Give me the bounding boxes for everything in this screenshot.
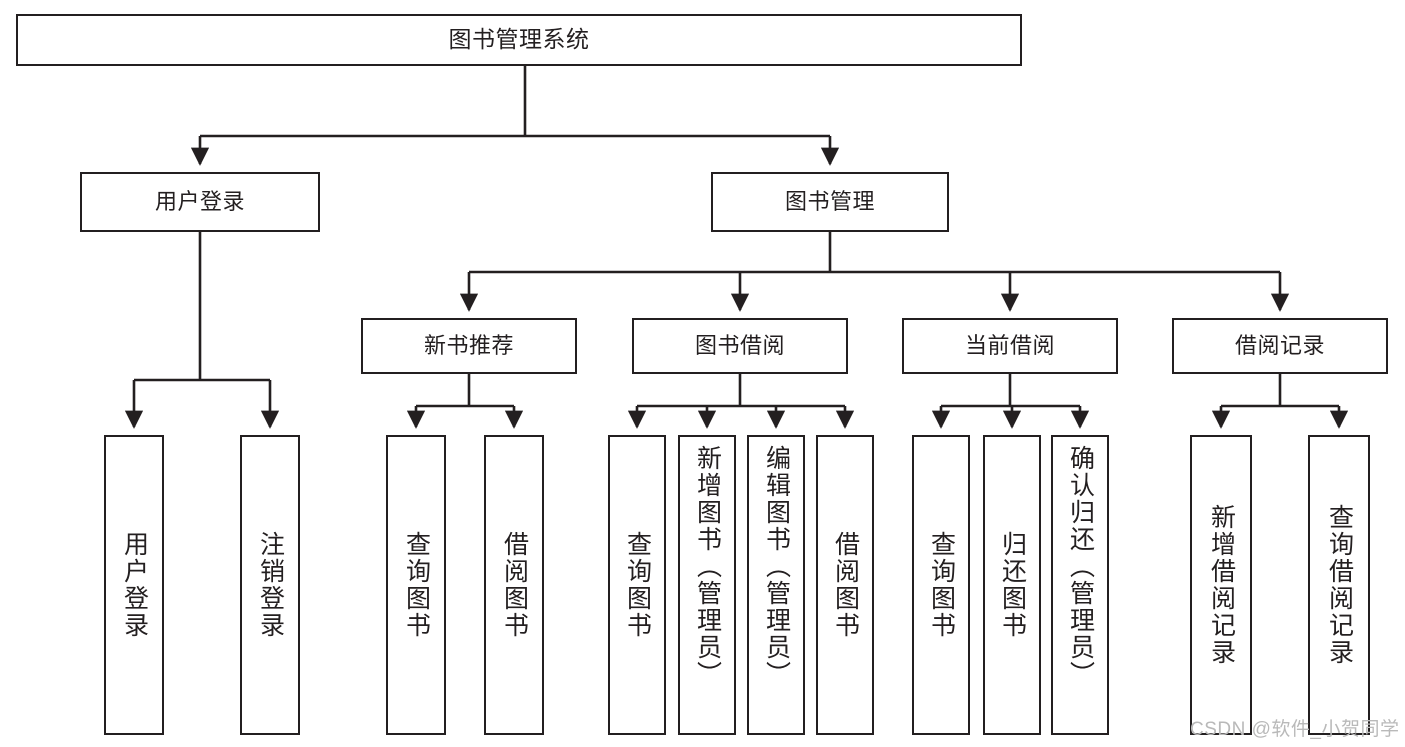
edges-records [1211,374,1349,429]
node-leaf-user-login-label: 用户登录 [120,531,149,639]
node-leaf-query-book-new[interactable]: 查询图书 [386,435,446,735]
node-book-management-label: 图书管理 [784,189,875,215]
node-leaf-return-book[interactable]: 归还图书 [983,435,1041,735]
node-leaf-query-borrow-record-label: 查询借阅记录 [1325,504,1354,666]
node-leaf-query-book-borrow[interactable]: 查询图书 [608,435,666,735]
node-book-management[interactable]: 图书管理 [711,172,949,232]
edges-root [190,66,840,166]
node-leaf-logout[interactable]: 注销登录 [240,435,300,735]
node-leaf-add-borrow-record[interactable]: 新增借阅记录 [1190,435,1252,735]
node-book-borrow-label: 图书借阅 [694,333,785,359]
watermark: CSDN @软件_小贺同学 [1190,719,1400,740]
node-leaf-return-book-label: 归还图书 [998,531,1027,639]
node-current-borrow-label: 当前借阅 [964,333,1055,359]
edges-bookmgmt [459,232,1290,312]
edges-login [124,232,280,429]
node-user-login[interactable]: 用户登录 [80,172,320,232]
node-leaf-user-login[interactable]: 用户登录 [104,435,164,735]
node-leaf-query-borrow-record[interactable]: 查询借阅记录 [1308,435,1370,735]
node-borrow-records[interactable]: 借阅记录 [1172,318,1388,374]
node-root-label: 图书管理系统 [448,26,590,53]
node-leaf-query-book-current[interactable]: 查询图书 [912,435,970,735]
node-leaf-query-book-current-label: 查询图书 [927,531,956,639]
edges-borrow [627,374,855,429]
edges-newbook [406,374,524,429]
node-leaf-query-book-borrow-label: 查询图书 [623,531,652,639]
node-leaf-confirm-return-admin[interactable]: 确认归还（管理员） [1051,435,1109,735]
node-leaf-lend-book[interactable]: 借阅图书 [816,435,874,735]
node-current-borrow[interactable]: 当前借阅 [902,318,1118,374]
node-leaf-query-book-new-label: 查询图书 [402,531,431,639]
node-leaf-add-book-admin-label: 新增图书（管理员） [693,445,722,688]
node-user-login-label: 用户登录 [154,189,245,215]
node-leaf-borrow-book-new[interactable]: 借阅图书 [484,435,544,735]
node-leaf-logout-label: 注销登录 [256,531,285,639]
edges-current [931,374,1090,429]
node-leaf-add-borrow-record-label: 新增借阅记录 [1207,504,1236,666]
node-leaf-borrow-book-new-label: 借阅图书 [500,531,529,639]
node-new-book-recommend-label: 新书推荐 [423,333,514,359]
node-leaf-lend-book-label: 借阅图书 [831,531,860,639]
node-leaf-add-book-admin[interactable]: 新增图书（管理员） [678,435,736,735]
node-leaf-confirm-return-admin-label: 确认归还（管理员） [1066,445,1095,688]
node-new-book-recommend[interactable]: 新书推荐 [361,318,577,374]
node-book-borrow[interactable]: 图书借阅 [632,318,848,374]
node-leaf-edit-book-admin[interactable]: 编辑图书（管理员） [747,435,805,735]
node-leaf-edit-book-admin-label: 编辑图书（管理员） [762,445,791,688]
node-root[interactable]: 图书管理系统 [16,14,1022,66]
node-borrow-records-label: 借阅记录 [1234,333,1325,359]
